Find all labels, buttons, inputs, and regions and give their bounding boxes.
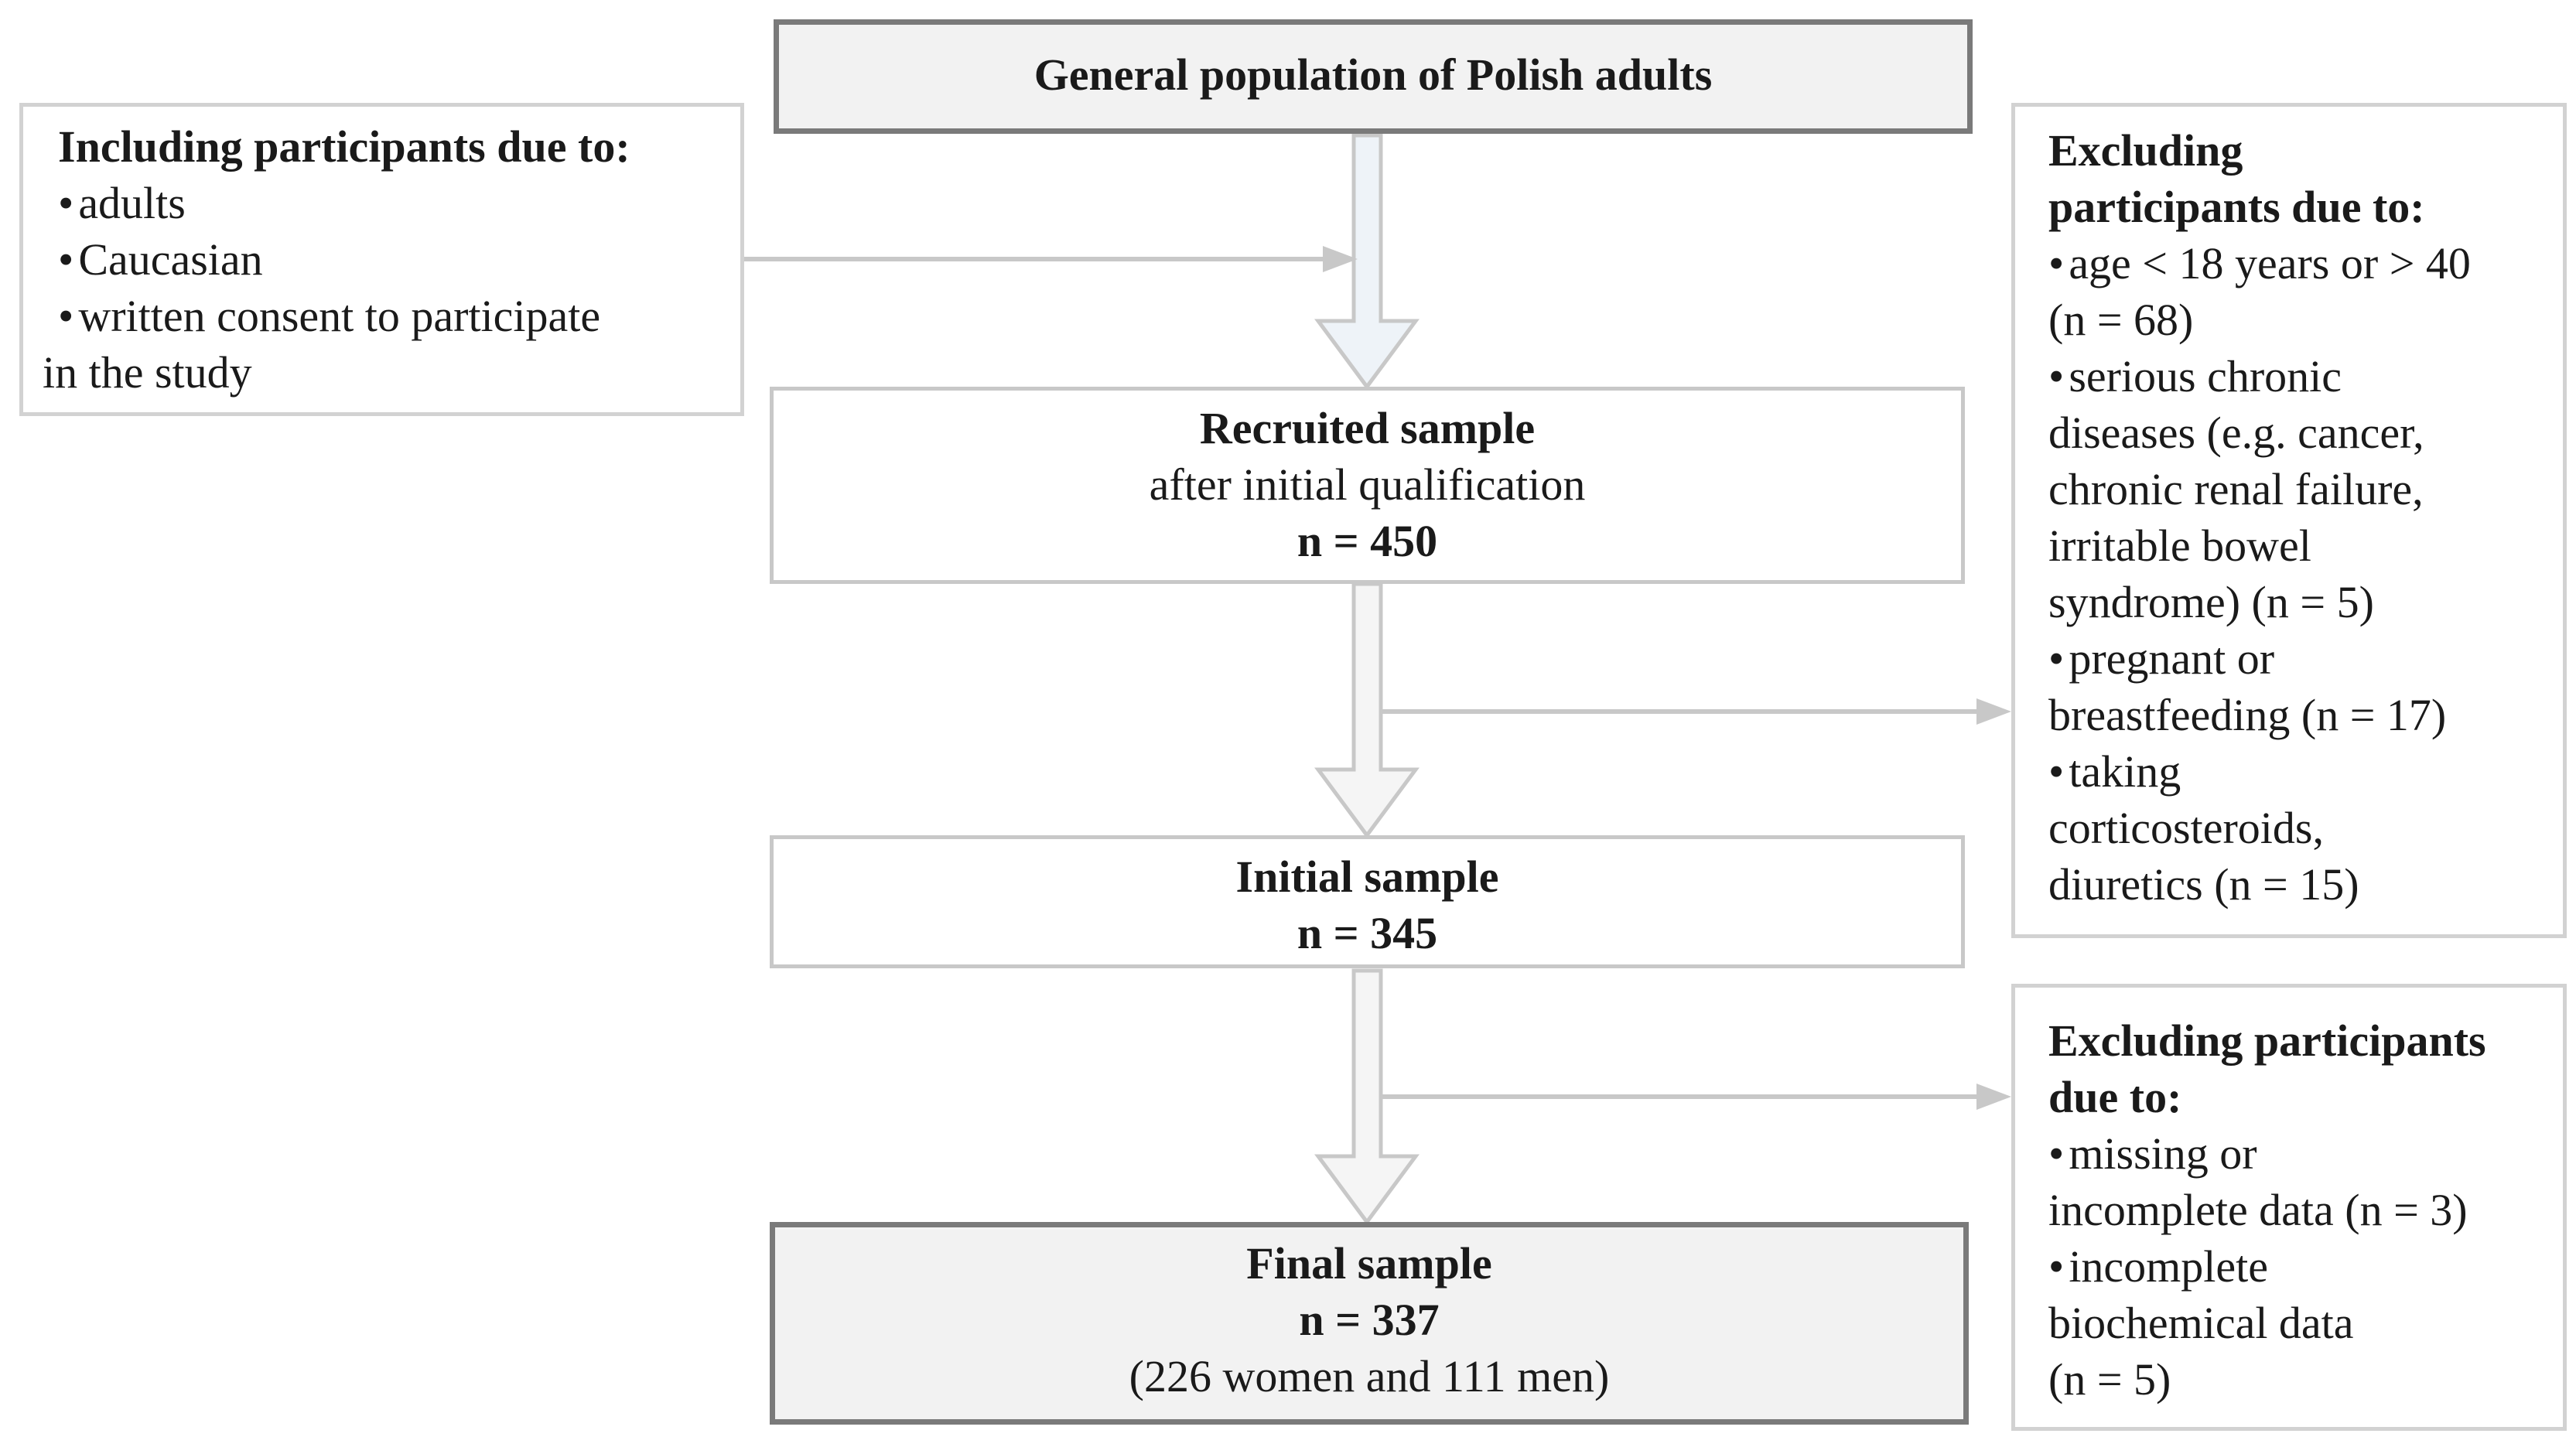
initial-sample-title: Initial sample [1235,852,1499,902]
inclusion-heading: Including participants due to: [58,121,630,172]
exclusion1-line: (n = 68) [2048,295,2194,345]
inclusion-item: written consent to participate [58,288,740,344]
exclusion1-line: corticosteroids, [2048,803,2324,853]
arrow-general-to-recruited [1314,133,1420,391]
exclusion1-line: breastfeeding (n = 17) [2048,690,2447,740]
inclusion-criteria-box: Including participants due to: adults Ca… [19,103,744,416]
general-population-box: General population of Polish adults [774,19,1973,134]
final-sample-title: Final sample [1246,1238,1492,1288]
exclusion1-line: diseases (e.g. cancer, [2048,408,2424,458]
exclusion2-heading: due to: [2048,1072,2182,1122]
exclusion1-item: pregnant or [2048,630,2563,687]
exclusion2-heading: Excluding participants [2048,1015,2486,1066]
exclusion1-line: chronic renal failure, [2048,464,2424,514]
inclusion-connector-head [1323,246,1358,272]
recruited-sample-subtitle: after initial qualification [1149,459,1586,510]
inclusion-item-continuation: in the study [43,347,252,398]
final-sample-box: Final sample n = 337 (226 women and 111 … [770,1222,1969,1425]
inclusion-item: adults [58,175,740,231]
exclusion1-line: syndrome) (n = 5) [2048,577,2374,627]
exclusion2-connector-head [1976,1084,2011,1110]
exclusion1-heading: Excluding [2048,125,2243,176]
recruited-sample-count: n = 450 [1297,516,1438,566]
exclusion1-line: diuretics (n = 15) [2048,859,2359,910]
exclusion-criteria-box-1: Excluding participants due to: age < 18 … [2011,103,2567,938]
exclusion1-item: taking [2048,743,2563,800]
initial-sample-count: n = 345 [1297,908,1438,958]
final-sample-count: n = 337 [1299,1295,1440,1345]
arrow-initial-to-final [1314,968,1420,1226]
exclusion1-connector-head [1976,698,2011,725]
inclusion-item: Caucasian [58,231,740,288]
exclusion1-item: serious chronic [2048,348,2563,404]
recruited-sample-box: Recruited sample after initial qualifica… [770,387,1965,584]
exclusion1-line: irritable bowel [2048,521,2311,571]
initial-sample-box: Initial sample n = 345 [770,835,1965,968]
exclusion-criteria-box-2: Excluding participants due to: missing o… [2011,984,2567,1431]
exclusion2-item: missing or [2048,1125,2563,1182]
arrow-recruited-to-initial [1314,582,1420,839]
exclusion1-item: age < 18 years or > 40 [2048,235,2563,292]
exclusion2-line: (n = 5) [2048,1354,2171,1405]
general-population-title: General population of Polish adults [1033,49,1713,100]
exclusion2-item: incomplete [2048,1238,2563,1295]
exclusion2-line: incomplete data (n = 3) [2048,1185,2468,1235]
exclusion1-heading: participants due to: [2048,182,2425,232]
final-sample-detail: (226 women and 111 men) [1129,1351,1610,1401]
exclusion2-line: biochemical data [2048,1298,2354,1348]
recruited-sample-title: Recruited sample [1199,403,1536,453]
